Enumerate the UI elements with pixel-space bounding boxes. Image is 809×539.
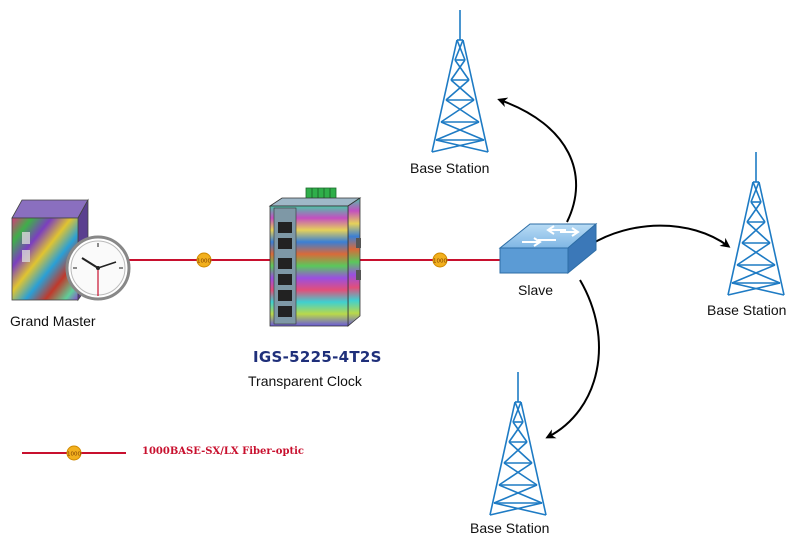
base-station-tower-top-icon — [431, 10, 489, 153]
slave-label: Slave — [518, 282, 554, 298]
legend-fiber-symbol: 1000 — [22, 445, 126, 461]
link-badge-2: 1000 — [432, 252, 448, 268]
transparent-clock-label: Transparent Clock — [248, 373, 362, 389]
industrial-switch-device-icon — [268, 187, 362, 327]
link-badge-1-text: 1000 — [197, 259, 211, 265]
base-station-right-label: Base Station — [707, 302, 787, 318]
base-station-tower-bottom-icon — [489, 372, 547, 516]
arrow-to-base-station-right — [589, 224, 731, 248]
clock-icon — [65, 235, 131, 301]
grand-master-label: Grand Master — [10, 313, 96, 329]
arrow-to-base-station-bottom — [545, 279, 600, 439]
link-badge-2-text: 1000 — [433, 259, 447, 265]
legend-badge-text: 1000 — [67, 452, 81, 458]
slave-switch-icon — [498, 222, 598, 275]
link-badge-1: 1000 — [196, 252, 212, 268]
base-station-top-label: Base Station — [410, 160, 490, 176]
base-station-tower-right-icon — [727, 152, 785, 296]
arrow-to-base-station-top — [497, 97, 578, 223]
legend-fiber-label: 1000BASE-SX/LX Fiber-optic — [142, 446, 304, 457]
device-model-label: IGS-5225-4T2S — [253, 348, 382, 366]
base-station-bottom-label: Base Station — [470, 520, 550, 536]
fiber-link-tc-to-slave: 1000 — [358, 252, 505, 268]
